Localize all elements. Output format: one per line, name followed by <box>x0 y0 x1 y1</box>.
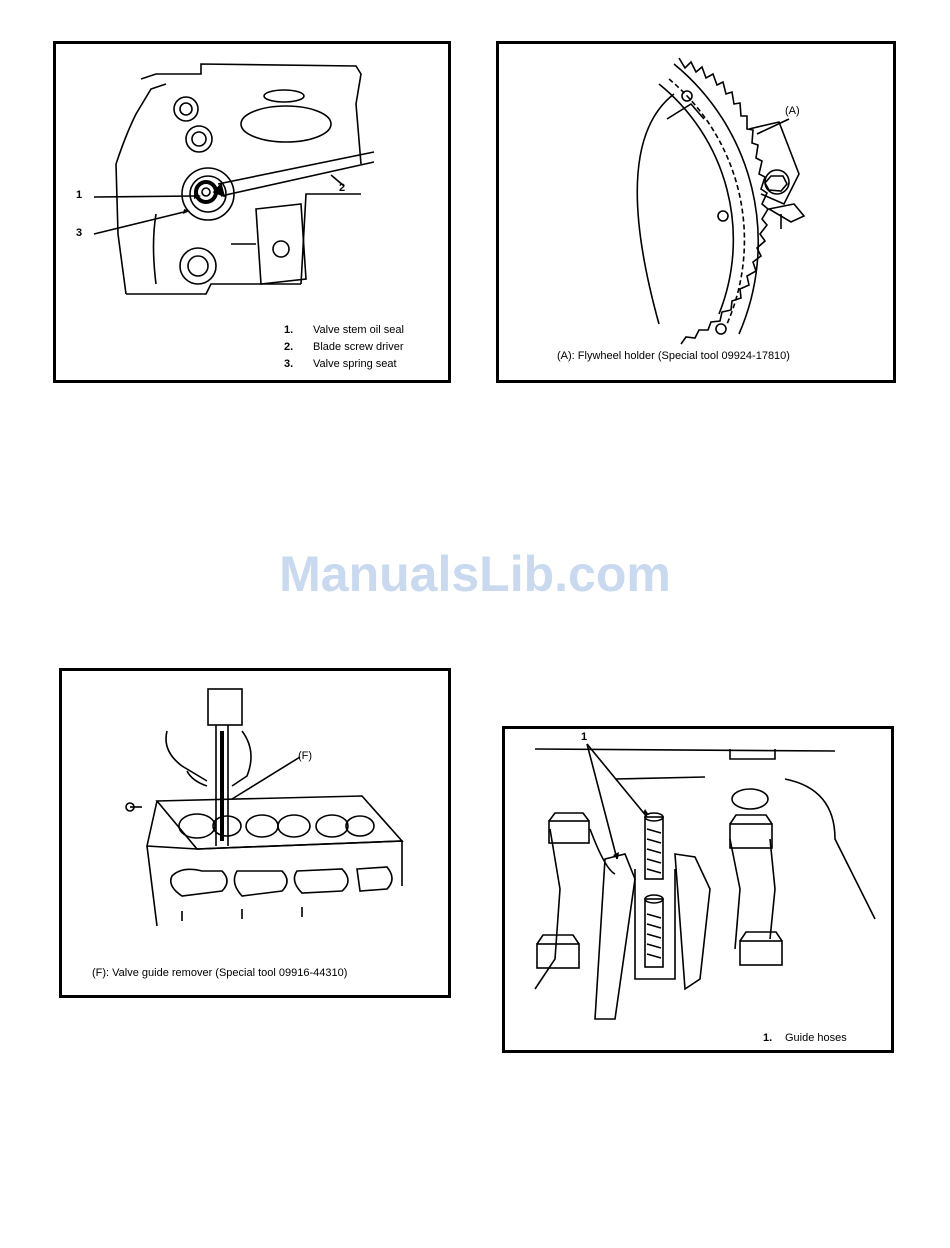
valve-guide-caption: (F): Valve guide remover (Special tool 0… <box>92 968 347 979</box>
callout-2: 2 <box>339 183 345 194</box>
callout-1: 1 <box>76 190 82 201</box>
figure-valve-guide-remover: (F) (F): Valve guide remover (Special to… <box>59 668 451 998</box>
callout-f: (F) <box>298 751 312 762</box>
figure-valve-stem-seal: 1 2 3 1. Valve stem oil seal 2. Blade sc… <box>53 41 451 383</box>
legend-num-2: 2. <box>284 341 293 353</box>
legend-text-3: Valve spring seat <box>313 358 397 370</box>
legend-text-1: Guide hoses <box>785 1032 847 1044</box>
legend-num-1: 1. <box>763 1032 772 1044</box>
guide-hoses-illustration <box>505 729 891 1050</box>
callout-a: (A) <box>785 106 800 117</box>
legend-text-1: Valve stem oil seal <box>313 324 404 336</box>
callout-1: 1 <box>581 732 587 743</box>
flywheel-illustration <box>499 44 893 380</box>
figure-flywheel-holder: (A) (A): Flywheel holder (Special tool 0… <box>496 41 896 383</box>
watermark: ManualsLib.com <box>0 545 950 603</box>
legend-num-1: 1. <box>284 324 293 336</box>
legend-num-3: 3. <box>284 358 293 370</box>
flywheel-caption: (A): Flywheel holder (Special tool 09924… <box>557 351 790 362</box>
valve-guide-illustration <box>62 671 448 995</box>
callout-3: 3 <box>76 228 82 239</box>
legend-text-2: Blade screw driver <box>313 341 403 353</box>
figure-guide-hoses: 1 1. Guide hoses <box>502 726 894 1053</box>
